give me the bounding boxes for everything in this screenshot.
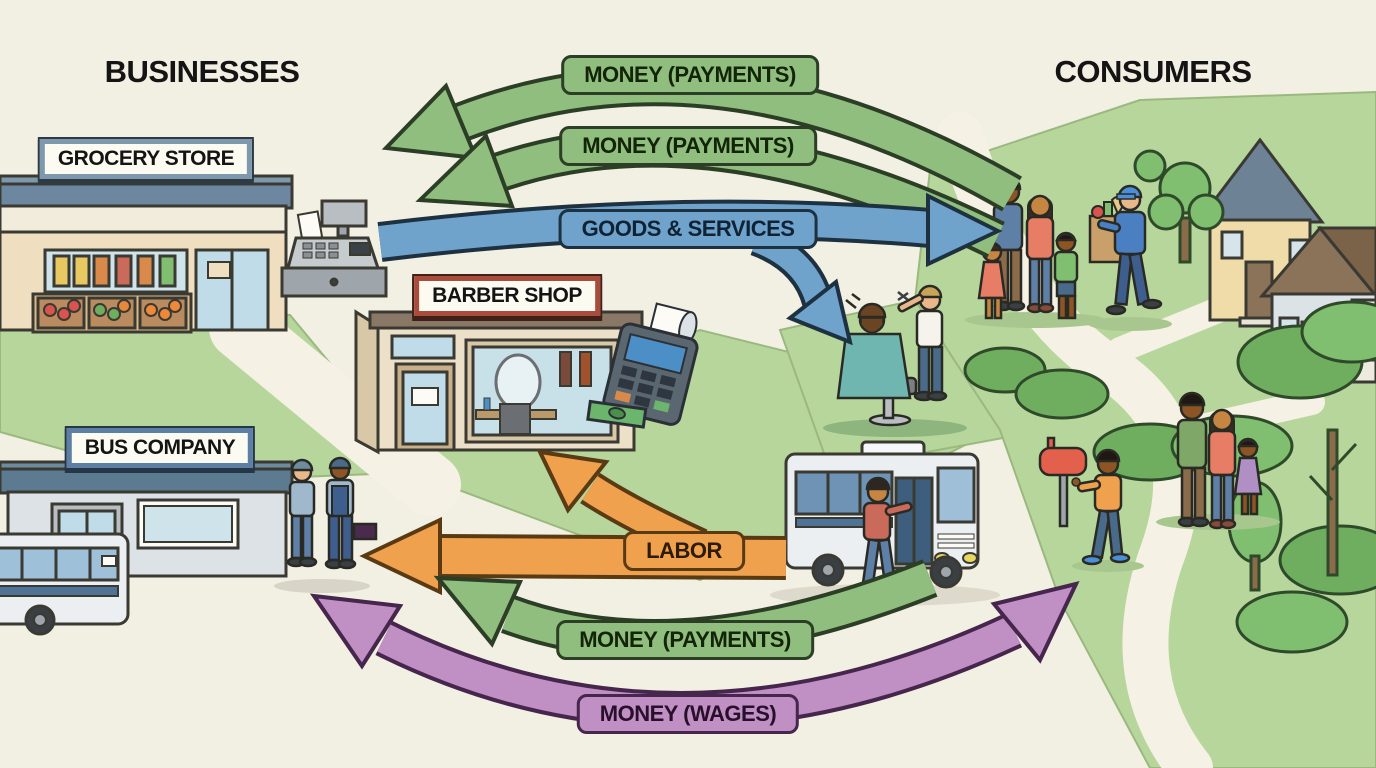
barber-shop-illustration: [354, 309, 644, 455]
grocery-store-illustration: [0, 174, 294, 334]
money-payments-label-top-1: MONEY (PAYMENTS): [561, 55, 819, 95]
haircut-scene-icon: [823, 284, 967, 437]
goods-services-label: GOODS & SERVICES: [558, 209, 818, 249]
barber-shop-sign: BARBER SHOP: [414, 276, 600, 316]
bus-company-sign: BUS COMPANY: [66, 428, 254, 468]
boy-orange-shirt-icon: [1071, 448, 1144, 572]
workers-icons: [274, 456, 378, 593]
businesses-title: BUSINESSES: [104, 54, 300, 89]
money-payments-label-top-2: MONEY (PAYMENTS): [559, 126, 817, 166]
labor-label: LABOR: [623, 531, 745, 571]
money-wages-label: MONEY (WAGES): [576, 694, 800, 734]
money-payments-label-bottom: MONEY (PAYMENTS): [556, 620, 814, 660]
grocery-store-sign: GROCERY STORE: [39, 139, 253, 179]
depot-bus-icon: [0, 532, 130, 636]
cash-register-icon: [280, 199, 388, 298]
delivery-person-icon: [1088, 184, 1172, 331]
consumers-title: CONSUMERS: [1054, 54, 1252, 89]
card-terminal-icon: [586, 302, 699, 429]
mailbox-icon: [1038, 436, 1088, 528]
house-tan-icon: [1194, 137, 1326, 328]
family-walking-icon: [1156, 391, 1280, 530]
